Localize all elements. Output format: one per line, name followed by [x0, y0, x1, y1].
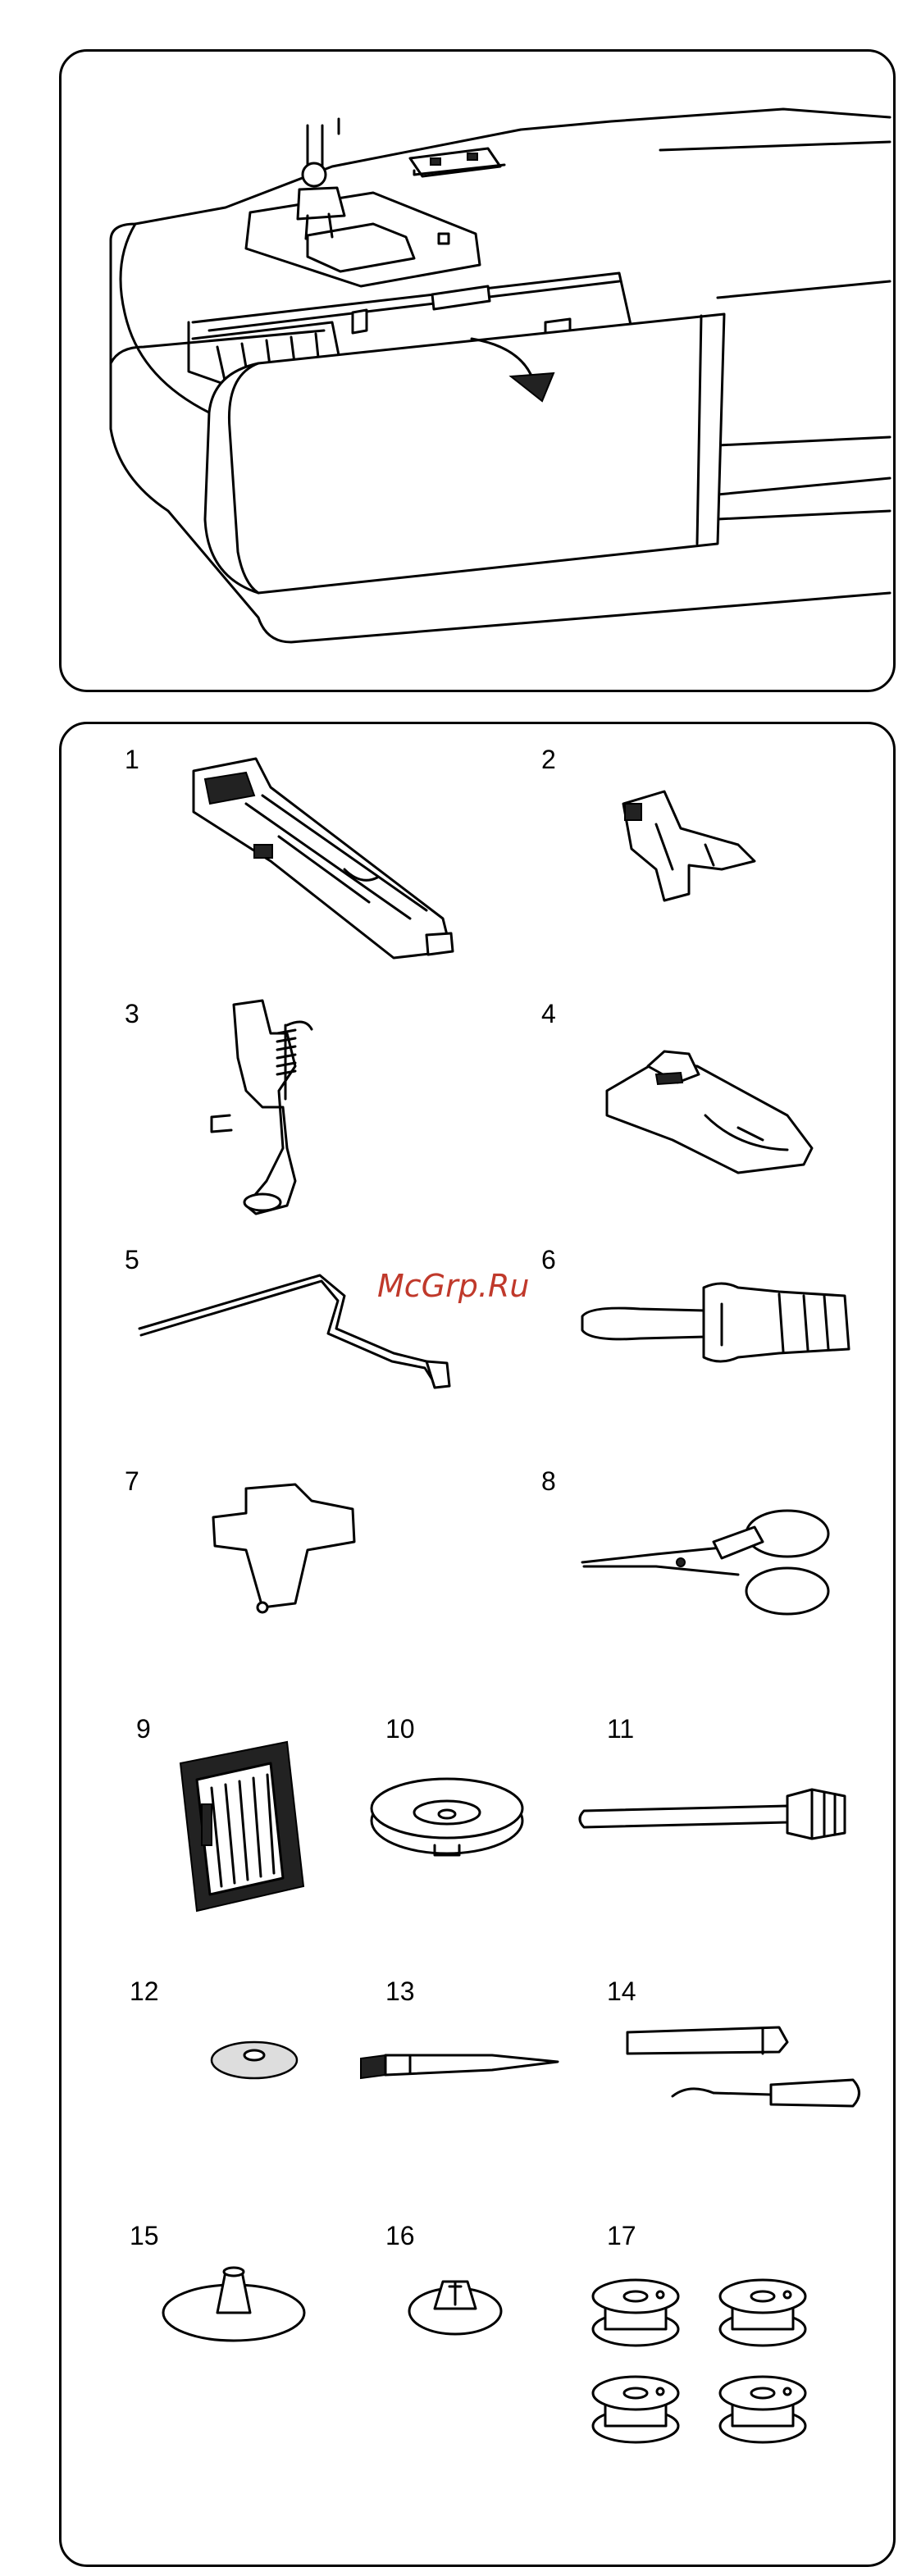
- item-number: 16: [385, 2223, 415, 2249]
- accessories-panel: [59, 722, 896, 2567]
- item-number: 6: [541, 1247, 556, 1273]
- watermark: McGrp.Ru: [377, 1268, 529, 1304]
- item-number: 15: [130, 2223, 159, 2249]
- sewing-machine-illustration: [62, 52, 898, 695]
- item-number: 17: [607, 2223, 636, 2249]
- item-number: 3: [125, 1001, 139, 1027]
- item-number: 11: [607, 1716, 634, 1742]
- item-number: 8: [541, 1468, 556, 1494]
- machine-illustration-panel: [59, 49, 896, 692]
- item-number: 13: [385, 1978, 415, 2004]
- item-number: 10: [385, 1716, 415, 1742]
- item-number: 9: [136, 1716, 151, 1742]
- item-number: 5: [125, 1247, 139, 1273]
- item-number: 4: [541, 1001, 556, 1027]
- item-number: 7: [125, 1468, 139, 1494]
- item-number: 1: [125, 746, 139, 773]
- item-number: 12: [130, 1978, 159, 2004]
- item-number: 14: [607, 1978, 636, 2004]
- item-number: 2: [541, 746, 556, 773]
